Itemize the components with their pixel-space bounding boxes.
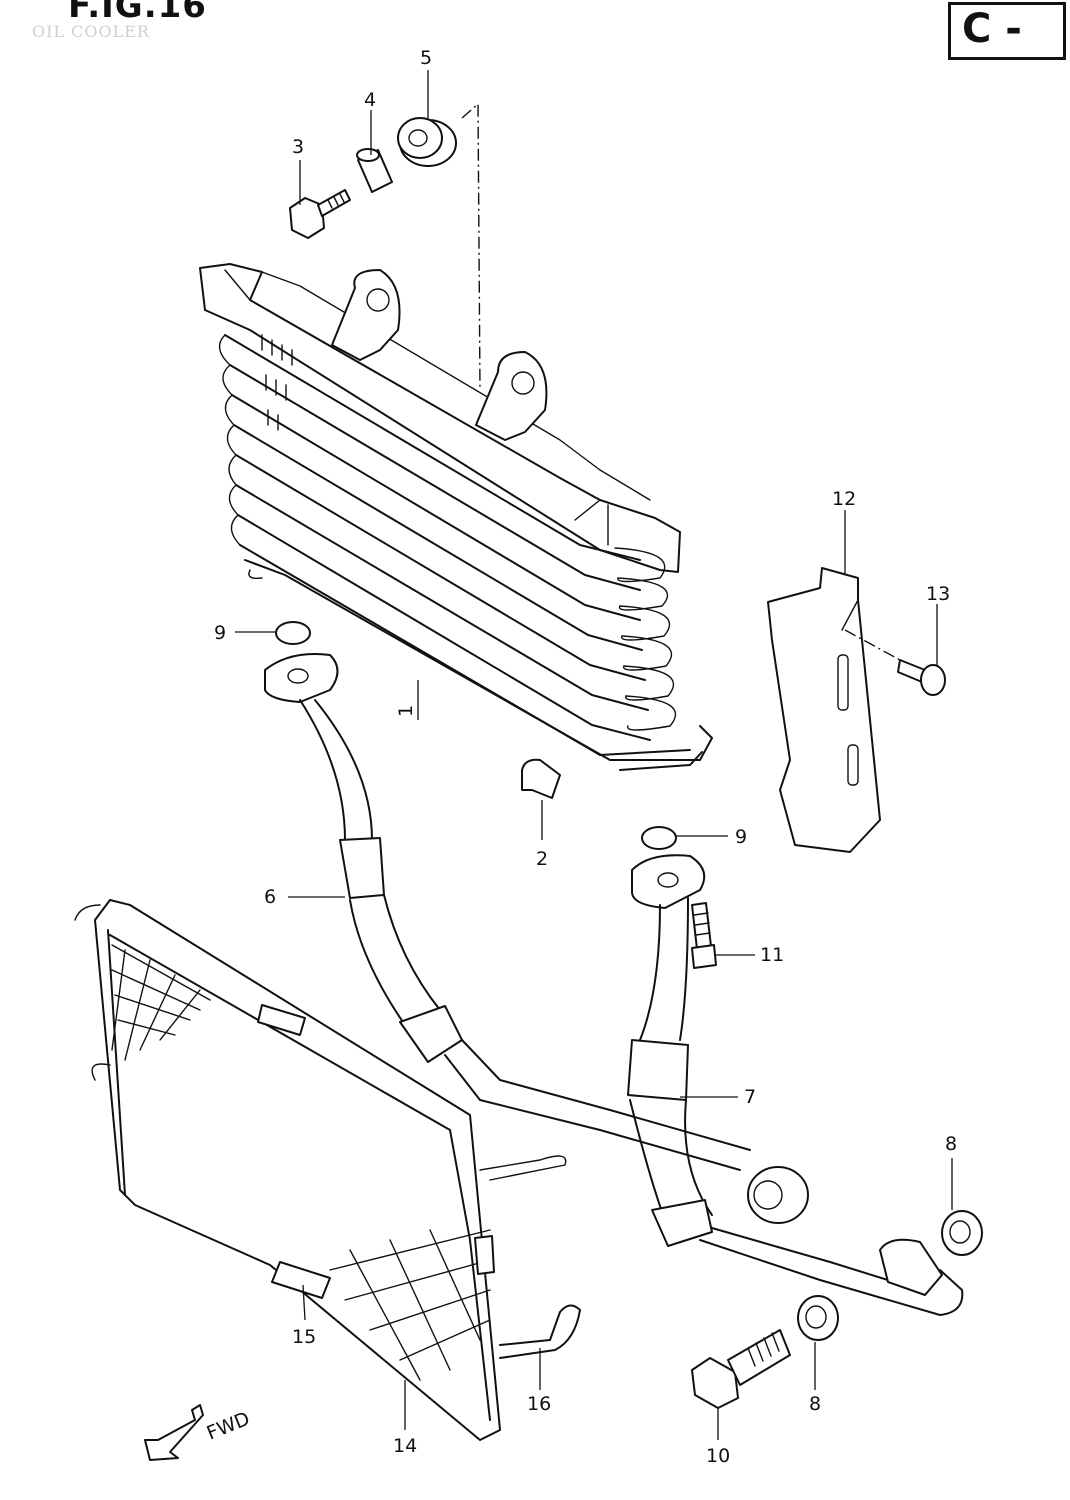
callout-1: 1 [395, 705, 417, 717]
pipe-clamp[interactable] [499, 1304, 581, 1359]
callout-12: 12 [832, 488, 856, 510]
cover-screw[interactable] [844, 629, 946, 696]
bolt[interactable] [289, 189, 351, 239]
callout-8-upper: 8 [945, 1133, 957, 1155]
callout-6: 6 [264, 886, 276, 908]
forward-arrow-icon [144, 1404, 204, 1461]
callout-5: 5 [420, 47, 432, 69]
callout-numbers: 1 2 3 4 5 6 7 8 8 9 9 10 11 12 13 14 15 … [214, 47, 957, 1467]
guard-cushion-side[interactable] [474, 1235, 495, 1275]
collar[interactable] [356, 148, 393, 193]
callout-3: 3 [292, 136, 304, 158]
union-bolt[interactable] [691, 1329, 791, 1409]
callout-15: 15 [292, 1326, 316, 1348]
callout-9-right: 9 [735, 826, 747, 848]
section-code-box [948, 2, 1066, 60]
leader-lines [235, 70, 953, 1440]
outlet-hose[interactable] [627, 854, 964, 1316]
washer-upper[interactable] [941, 1210, 983, 1256]
o-ring-left[interactable] [275, 621, 311, 645]
washer-lower[interactable] [797, 1295, 839, 1341]
callout-16: 16 [527, 1393, 551, 1415]
callout-13: 13 [926, 583, 950, 605]
callout-9-left: 9 [214, 622, 226, 644]
o-ring-right[interactable] [641, 826, 677, 850]
side-cover[interactable] [767, 567, 881, 853]
cooler-clip[interactable] [521, 758, 561, 799]
hose-bolt[interactable] [691, 902, 717, 969]
inlet-hose[interactable] [264, 653, 809, 1224]
callout-2: 2 [536, 848, 548, 870]
callout-8-lower: 8 [809, 1393, 821, 1415]
oil-cooler[interactable] [199, 263, 713, 771]
cushion[interactable] [397, 117, 457, 167]
callout-11: 11 [760, 944, 784, 966]
forward-label: FWD [204, 1408, 253, 1445]
callout-4: 4 [364, 89, 376, 111]
callout-7: 7 [744, 1086, 756, 1108]
figure-subtitle: OIL COOLER [32, 22, 150, 41]
figure-title: F.IG.16 [68, 0, 207, 26]
callout-14: 14 [393, 1435, 417, 1457]
guard-cushion[interactable] [271, 1261, 331, 1299]
callout-10: 10 [706, 1445, 730, 1467]
cooler-guard[interactable] [74, 899, 567, 1441]
section-code: C - [962, 6, 1022, 52]
guard-cushion-upper[interactable] [257, 1004, 306, 1036]
